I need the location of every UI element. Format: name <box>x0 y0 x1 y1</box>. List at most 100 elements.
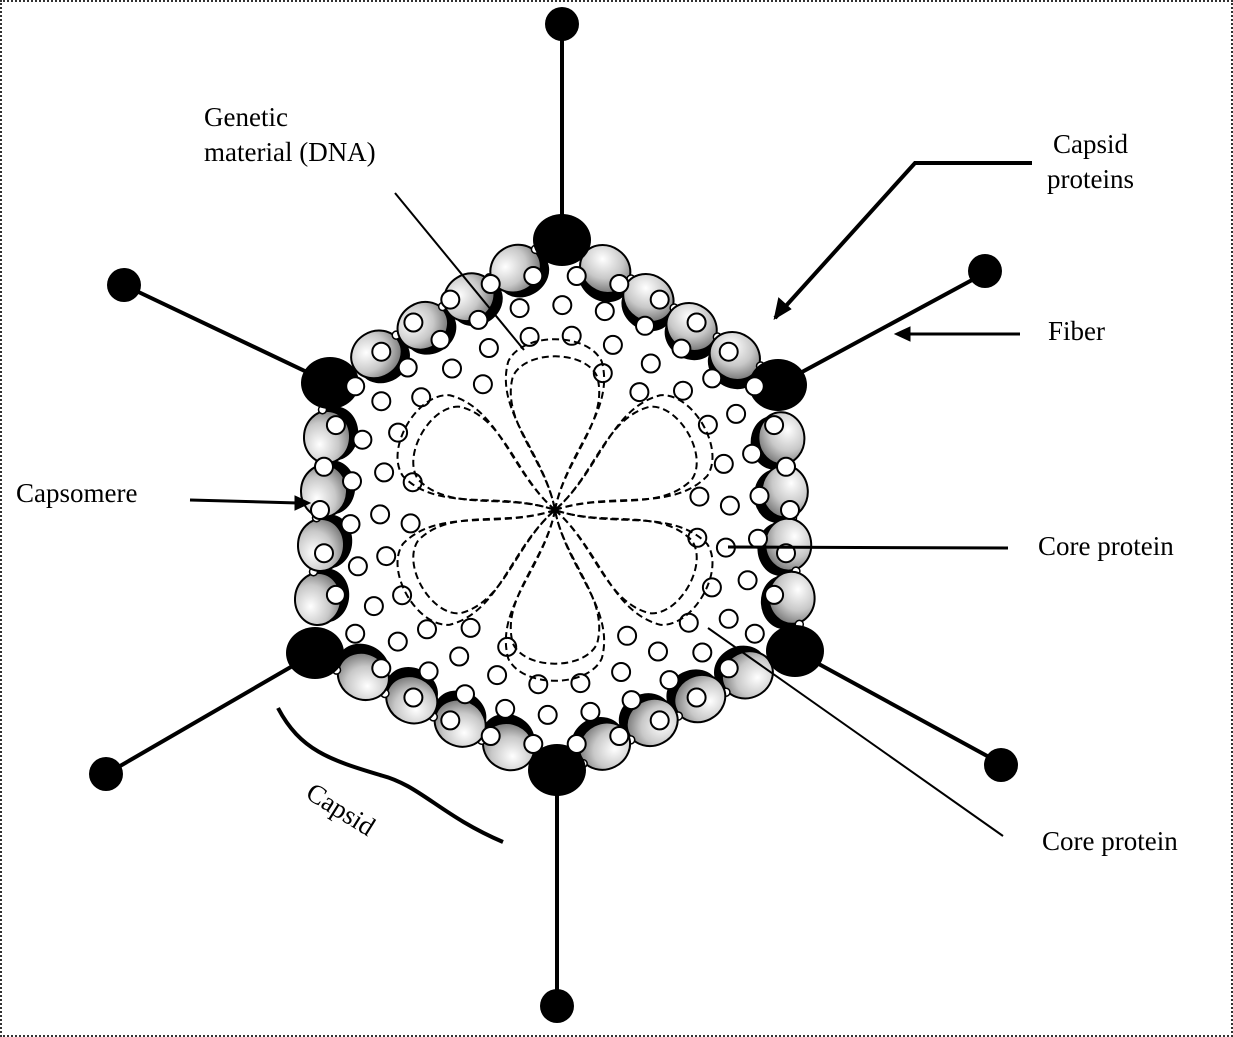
core-protein-icon <box>604 336 622 354</box>
core-protein-icon <box>765 586 783 604</box>
core-protein-icon <box>399 359 417 377</box>
core-protein-icon <box>610 727 628 745</box>
core-protein-icon <box>618 627 636 645</box>
core-protein-icon <box>693 644 711 662</box>
core-protein-icon <box>651 291 669 309</box>
core-protein-icon <box>404 314 422 332</box>
core-protein-icon <box>365 597 383 615</box>
core-protein-icon <box>674 382 692 400</box>
core-protein-icon <box>739 571 757 589</box>
core-protein-upper-leader <box>728 547 1008 548</box>
core-protein-icon <box>720 343 738 361</box>
vertex-penton-icon <box>533 214 591 266</box>
core-protein-icon <box>443 360 461 378</box>
core-protein-icon <box>412 388 430 406</box>
core-protein-icon <box>649 643 667 661</box>
core-protein-icon <box>524 267 542 285</box>
fiber-knob-icon <box>89 757 123 791</box>
core-protein-icon <box>596 302 614 320</box>
core-protein-icon <box>372 343 390 361</box>
fiber-label: Fiber <box>1048 314 1105 349</box>
core-protein-icon <box>462 619 480 637</box>
fiber-knob-icon <box>540 989 574 1023</box>
core-protein-icon <box>749 530 767 548</box>
core-protein-icon <box>727 405 745 423</box>
core-protein-icon <box>496 700 514 718</box>
dna-loop <box>511 356 599 510</box>
core-protein-icon <box>612 663 630 681</box>
core-protein-icon <box>402 514 420 532</box>
core-protein-icon <box>721 497 739 515</box>
core-protein-icon <box>690 488 708 506</box>
core-protein-icon <box>432 331 450 349</box>
core-protein-icon <box>343 472 361 490</box>
core-protein-icon <box>623 691 641 709</box>
fiber-knob-icon <box>545 7 579 41</box>
core-protein-icon <box>456 685 474 703</box>
core-protein-icon <box>746 625 764 643</box>
capsid-proteins-label-line2: proteins <box>1047 162 1134 197</box>
fiber-upper-right <box>778 273 985 385</box>
fiber-lower-right <box>795 651 1000 763</box>
core-protein-icon <box>498 638 516 656</box>
fiber-knob-icon <box>107 268 141 302</box>
core-protein-icon <box>743 445 761 463</box>
core-protein-icon <box>377 547 395 565</box>
core-protein-icon <box>372 392 390 410</box>
capsomere-icon <box>303 405 360 465</box>
core-protein-icon <box>372 659 390 677</box>
core-protein-icon <box>720 610 738 628</box>
core-protein-icon <box>349 557 367 575</box>
core-protein-icon <box>420 662 438 680</box>
core-protein-icon <box>342 515 360 533</box>
core-protein-icon <box>715 455 733 473</box>
vertex-penton-icon <box>286 627 344 679</box>
core-protein-icon <box>418 620 436 638</box>
core-protein-icon <box>688 314 706 332</box>
vertex-penton-icon <box>766 625 824 677</box>
core-protein-icon <box>311 501 329 519</box>
core-protein-icon <box>441 291 459 309</box>
core-protein-icon <box>375 463 393 481</box>
core-protein-icon <box>404 689 422 707</box>
core-protein-icon <box>571 674 589 692</box>
core-protein-icon <box>751 487 769 505</box>
core-protein-icon <box>765 416 783 434</box>
core-protein-icon <box>389 633 407 651</box>
capsomere-label: Capsomere <box>16 476 137 511</box>
core-protein-icon <box>327 586 345 604</box>
core-protein-icon <box>746 377 764 395</box>
fiber-arrowhead-icon <box>895 327 910 341</box>
core-protein-icon <box>581 703 599 721</box>
capsomere-leader <box>190 500 298 503</box>
core-protein-icon <box>346 377 364 395</box>
core-protein-icon <box>393 586 411 604</box>
fiber-knob-icon <box>968 254 1002 288</box>
core-protein-icon <box>389 424 407 442</box>
dna-loop <box>511 510 599 664</box>
fiber-lower-left <box>108 653 315 773</box>
core-protein-icon <box>781 501 799 519</box>
genetic-material-label: Genetic material (DNA) <box>204 100 376 170</box>
core-protein-icon <box>630 383 648 401</box>
core-protein-icon <box>524 735 542 753</box>
core-protein-icon <box>703 578 721 596</box>
core-protein-icon <box>680 614 698 632</box>
core-protein-icon <box>521 328 539 346</box>
core-protein-icon <box>636 317 654 335</box>
core-protein-icon <box>661 671 679 689</box>
core-protein-icon <box>469 311 487 329</box>
core-protein-lower-leader <box>708 628 1003 836</box>
core-protein-icon <box>703 369 721 387</box>
dna-loop <box>506 339 604 510</box>
fiber-knob-icon <box>984 748 1018 782</box>
core-protein-icon <box>327 416 345 434</box>
core-protein-icon <box>642 355 660 373</box>
core-protein-upper-label: Core protein <box>1038 529 1174 564</box>
genetic-material-label-line2: material (DNA) <box>204 135 376 170</box>
core-protein-icon <box>699 416 717 434</box>
core-protein-icon <box>353 431 371 449</box>
capsid-proteins-label-line1: Capsid <box>1047 127 1134 162</box>
core-protein-icon <box>777 458 795 476</box>
core-protein-icon <box>482 727 500 745</box>
